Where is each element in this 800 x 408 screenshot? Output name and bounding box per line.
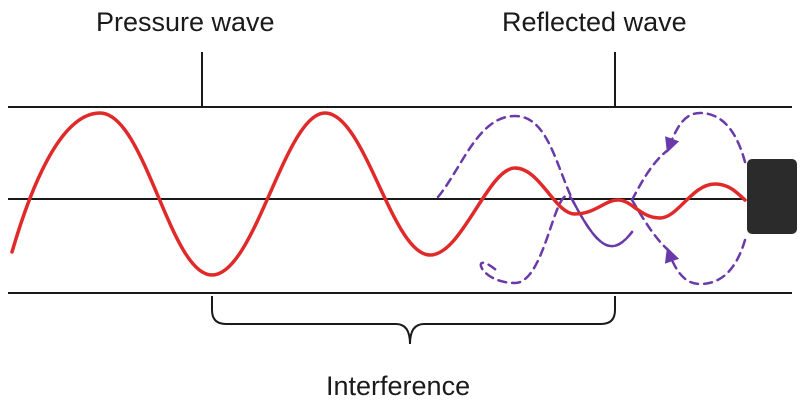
reflected-wave-right-upper <box>665 111 747 164</box>
reflected-wave-right-lower <box>664 238 747 286</box>
reflected-wave-label: Reflected wave <box>502 7 687 37</box>
reflected-wave-mid-link-lower <box>630 198 670 252</box>
interference-label: Interference <box>326 371 471 401</box>
reflected-wave-mid-link <box>630 148 670 202</box>
pressure-wave-label: Pressure wave <box>96 7 275 37</box>
interference-brace <box>211 296 616 345</box>
reflected-wave-upper-arc <box>436 114 634 248</box>
reflected-wave <box>436 111 747 286</box>
reflected-wave-lower-arc <box>479 194 634 285</box>
pressure-wave <box>10 111 747 277</box>
obstacle-block <box>747 159 797 234</box>
